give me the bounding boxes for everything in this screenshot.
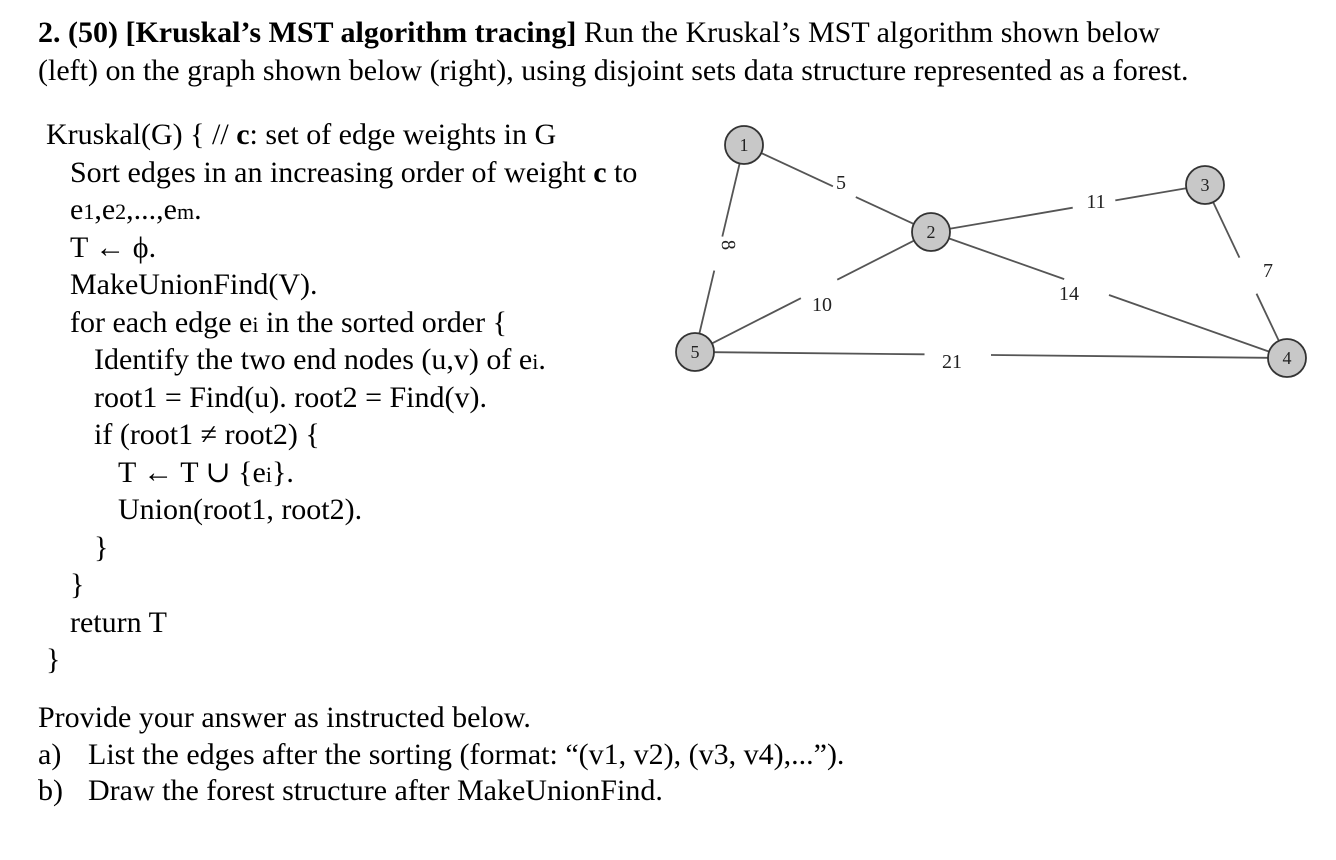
graph-nodes: 1 2 3 4 5 [675, 125, 1307, 378]
code-text: Sort edges in an increasing order of wei… [70, 155, 594, 189]
edge-3-4: 7 [1212, 201, 1280, 342]
kruskal-pseudocode: Kruskal(G) { // c: set of edge weights i… [46, 116, 637, 679]
code-line-4: T ← ϕ. [70, 230, 157, 264]
node-3: 3 [1185, 165, 1225, 205]
edge-line [1115, 187, 1187, 202]
code-line-7: Identify the two end nodes (u,v) of ei. [94, 343, 546, 376]
question-text-1: Run the Kruskal’s MST algorithm shown be… [576, 16, 1160, 49]
edge-line [1212, 201, 1241, 259]
code-line-13: } [70, 568, 85, 601]
edge-line [855, 196, 915, 225]
edge-line [711, 297, 802, 345]
edge-1-5: 8 [698, 163, 741, 334]
code-line-10: T ← T ∪ {ei}. [118, 455, 294, 489]
code-line-15: } [46, 643, 61, 676]
item-label-b: b) [38, 774, 63, 807]
code-line-5: MakeUnionFind(V). [70, 268, 318, 301]
graph-edges: 5 8 11 7 14 10 21 [698, 152, 1280, 373]
edge-2-5: 10 [711, 239, 915, 345]
question-line-1: 2. (50) [Kruskal’s MST algorithm tracing… [38, 14, 1328, 52]
edge-weight-label: 7 [1263, 260, 1273, 282]
code-line-2: Sort edges in an increasing order of wei… [46, 154, 637, 192]
answer-intro: Provide your answer as instructed below. [38, 701, 531, 734]
node-5: 5 [675, 332, 715, 372]
node-1: 1 [724, 125, 764, 165]
code-bold-c: c [593, 155, 607, 189]
item-text-a: List the edges after the sorting (format… [88, 737, 845, 771]
code-text: : set of edge weights in G [249, 118, 557, 151]
answer-item-a: a) List the edges after the sorting (form… [38, 737, 844, 774]
question-line-2: (left) on the graph shown below (right),… [38, 54, 1189, 87]
code-line-6: for each edge ei in the sorted order { [70, 305, 507, 339]
edge-line [948, 237, 1065, 280]
node-circle [911, 212, 951, 252]
node-4: 4 [1267, 338, 1307, 378]
node-label: 5 [691, 342, 700, 362]
edge-1-2: 5 [760, 152, 915, 225]
code-line-11: Union(root1, root2). [118, 493, 363, 526]
edge-2-3: 11 [949, 187, 1187, 230]
question-title: [Kruskal’s MST algorithm tracing] [125, 16, 577, 49]
node-circle [1185, 165, 1225, 205]
code-line-1: Kruskal(G) { // c: set of edge weights i… [46, 116, 637, 154]
node-label: 3 [1201, 175, 1210, 195]
edge-weight-label: 21 [942, 351, 962, 373]
edge-2-4: 14 [948, 237, 1270, 353]
edge-line [836, 239, 915, 281]
node-label: 2 [927, 222, 936, 242]
edge-line [721, 163, 741, 237]
node-circle [675, 332, 715, 372]
edge-weight-label: 14 [1059, 283, 1079, 305]
code-line-14: return T [70, 605, 167, 639]
node-label: 4 [1283, 348, 1292, 368]
edge-weight-label: 8 [717, 239, 740, 251]
node-2: 2 [911, 212, 951, 252]
node-circle [1267, 338, 1307, 378]
answer-instructions: Provide your answer as instructed below.… [38, 700, 844, 810]
code-text: Kruskal(G) { // [46, 118, 237, 151]
edge-weight-label: 11 [1086, 191, 1105, 213]
node-circle [724, 125, 764, 165]
edge-line [760, 152, 834, 188]
code-line-8: root1 = Find(u). root2 = Find(v). [94, 380, 487, 414]
edge-line [990, 354, 1269, 359]
edge-weight-label: 10 [812, 294, 832, 316]
node-label: 1 [740, 135, 749, 155]
code-line-9: if (root1 ≠ root2) { [94, 418, 320, 451]
item-label-a: a) [38, 737, 62, 771]
code-line-3: e1,e2,...,em. [70, 193, 202, 226]
code-line-12: } [94, 530, 109, 564]
edge-line [698, 270, 716, 334]
edge-weight-label: 5 [836, 172, 846, 194]
edge-line [713, 351, 925, 356]
answer-item-b: b) Draw the forest structure after MakeUn… [38, 773, 844, 810]
question-number: 2. (50) [38, 16, 118, 49]
edge-line [1255, 293, 1280, 342]
edge-line [949, 206, 1073, 230]
item-text-b: Draw the forest structure after MakeUnio… [88, 774, 663, 807]
code-text: to [606, 155, 638, 189]
question-header: 2. (50) [Kruskal’s MST algorithm tracing… [38, 14, 1328, 90]
edge-5-4: 21 [713, 351, 1269, 373]
edge-line [1108, 294, 1270, 353]
code-bold-c: c [236, 118, 250, 151]
